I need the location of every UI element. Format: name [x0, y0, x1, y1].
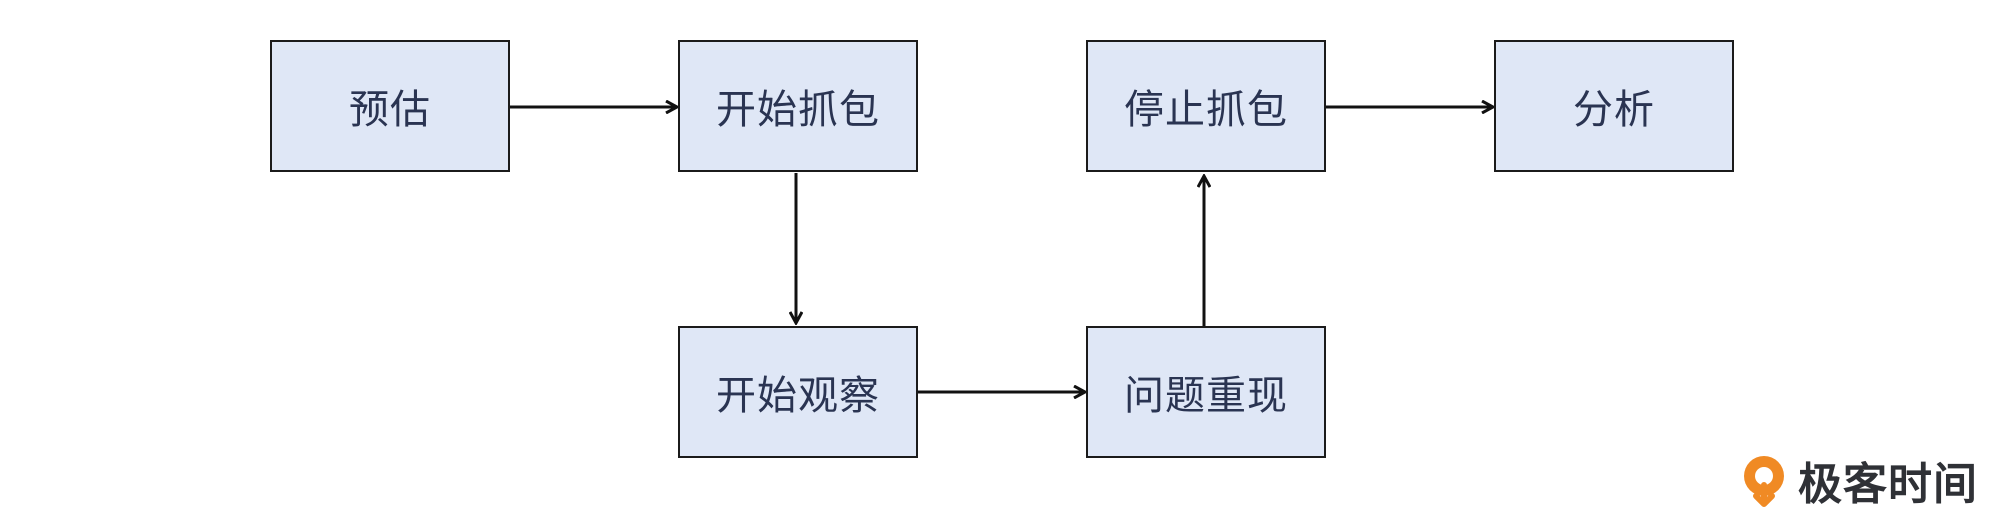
node-analyze-label: 分析: [1573, 87, 1655, 133]
node-estimate-label: 预估: [349, 87, 431, 133]
node-start-observe: 开始观察: [678, 326, 918, 458]
node-estimate: 预估: [270, 40, 510, 172]
node-stop-capture-label: 停止抓包: [1124, 87, 1288, 133]
node-start-capture: 开始抓包: [678, 40, 918, 172]
node-start-capture-label: 开始抓包: [716, 87, 880, 133]
node-reproduce-label: 问题重现: [1124, 373, 1288, 419]
geektime-logo-icon: [1744, 456, 1784, 507]
node-stop-capture: 停止抓包: [1086, 40, 1326, 172]
logo-text: 极客时间: [1798, 459, 1978, 510]
geektime-logo: 极客时间: [1738, 452, 1978, 510]
node-analyze: 分析: [1494, 40, 1734, 172]
node-reproduce: 问题重现: [1086, 326, 1326, 458]
node-start-observe-label: 开始观察: [716, 373, 880, 419]
